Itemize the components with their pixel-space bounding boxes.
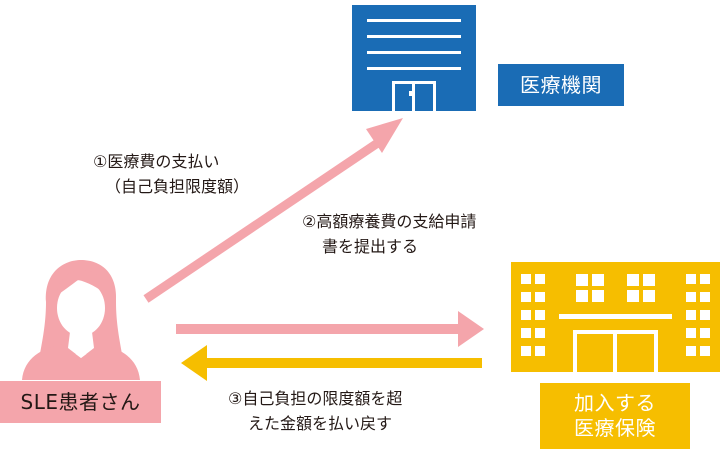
patient-label: SLE患者さん [0, 381, 161, 423]
step1-text: ①医療費の支払い （自己負担限度額） [93, 149, 249, 199]
hospital-building-icon [352, 5, 476, 111]
step2-line2: 書を提出する [322, 237, 419, 256]
hospital-label: 医療機関 [498, 64, 624, 106]
insurer-building-icon [511, 262, 720, 372]
step2-text: ②高額療養費の支給申請 書を提出する [302, 209, 476, 259]
patient-person-icon [22, 260, 140, 380]
step3-text: ③自己負担の限度額を超 えた金額を払い戻す [228, 386, 402, 436]
insurer-label-line1: 加入する [574, 391, 656, 415]
step2-line1: ②高額療養費の支給申請 [302, 212, 477, 231]
patient-label-text: SLE患者さん [20, 389, 141, 414]
step1-line2: （自己負担限度額） [105, 177, 250, 196]
step3-line2: えた金額を払い戻す [248, 414, 393, 433]
step1-line1: ①医療費の支払い [93, 152, 220, 171]
insurer-label: 加入する 医療保険 [540, 383, 690, 449]
step3-line1: ③自己負担の限度額を超 [228, 389, 403, 408]
hospital-label-text: 医療機関 [520, 72, 602, 97]
insurer-label-line2: 医療保険 [574, 416, 656, 440]
